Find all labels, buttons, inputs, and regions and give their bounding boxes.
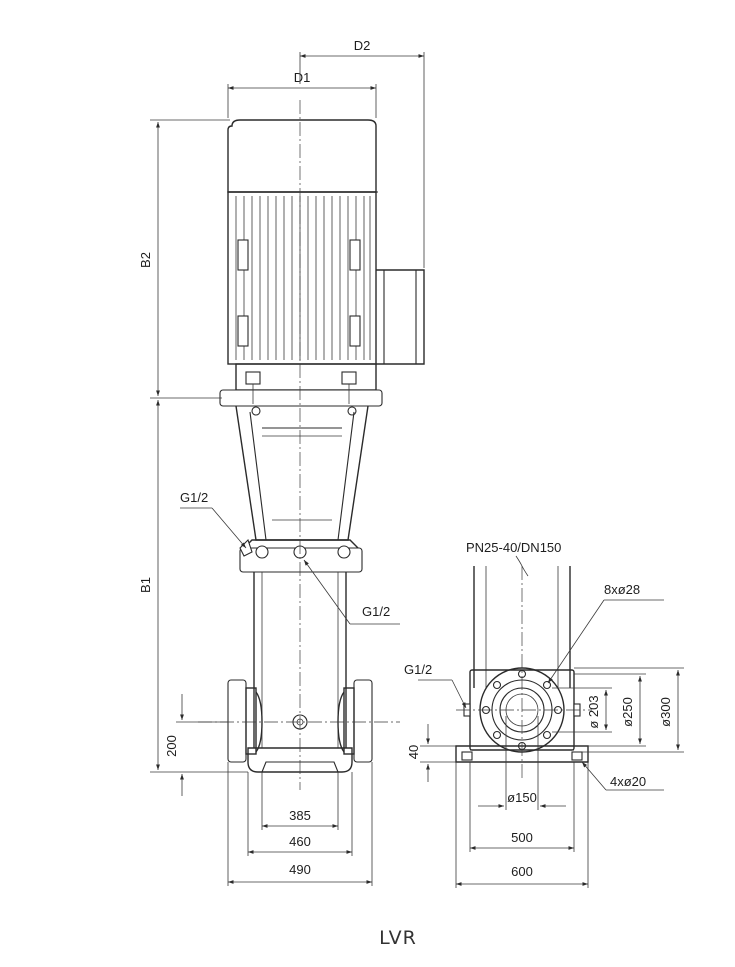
- motor-flange: [219, 363, 383, 416]
- front-dimensions: D1 D2 B2 B1 200 G1/2 G1/2 385: [138, 38, 425, 886]
- side-dimensions: PN25-40/DN150 8xø28 G1/2 40 ø 203 ø250 ø…: [404, 540, 684, 888]
- g12-side-label: G1/2: [404, 662, 432, 677]
- g12-left-label: G1/2: [180, 490, 208, 505]
- dim-490-label: 490: [289, 862, 311, 877]
- dim-250-label: ø250: [620, 697, 635, 727]
- g12-center-label: G1/2: [362, 604, 390, 619]
- dim-d1-label: D1: [294, 70, 311, 85]
- dim-600-label: 600: [511, 864, 533, 879]
- dim-300-label: ø300: [658, 697, 673, 727]
- dim-203-label: ø 203: [586, 695, 601, 728]
- dim-500-label: 500: [511, 830, 533, 845]
- bolt-holes-label: 8xø28: [604, 582, 640, 597]
- dim-150-label: ø150: [507, 790, 537, 805]
- dim-40-label: 40: [406, 745, 421, 759]
- pump-head: [239, 538, 363, 573]
- dim-d2-label: D2: [354, 38, 371, 53]
- flange-spec-label: PN25-40/DN150: [466, 540, 561, 555]
- motor-body: [227, 191, 377, 365]
- pump-base: [227, 679, 373, 773]
- dim-b1-label: B1: [138, 577, 153, 593]
- terminal-box: [376, 269, 425, 365]
- dim-200-label: 200: [164, 735, 179, 757]
- dim-460-label: 460: [289, 834, 311, 849]
- drawing-caption: LVR: [379, 927, 417, 949]
- motor-fan-cover: [227, 119, 377, 193]
- side-view: [455, 555, 592, 780]
- lantern-bracket: [235, 405, 369, 541]
- dim-b2-label: B2: [138, 252, 153, 268]
- dim-385-label: 385: [289, 808, 311, 823]
- front-view: [198, 100, 425, 790]
- base-holes-label: 4xø20: [610, 774, 646, 789]
